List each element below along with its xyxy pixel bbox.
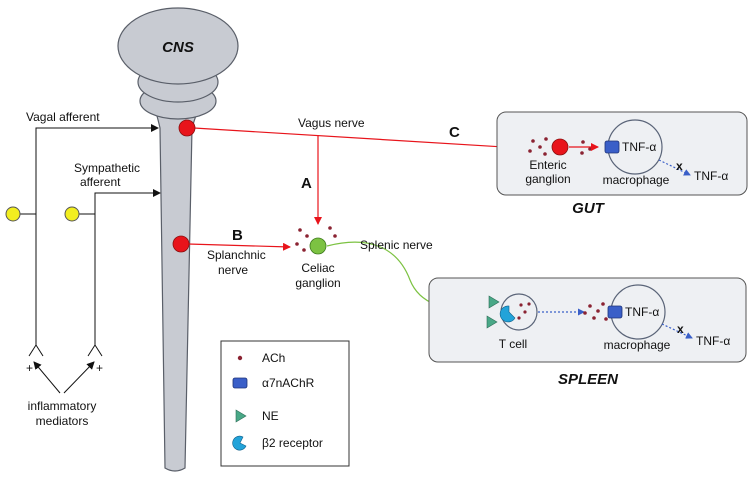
legend-label-ach: ACh xyxy=(262,351,285,365)
legend-item-b2: β2 receptor xyxy=(232,435,323,451)
sympathetic-afferent-line xyxy=(94,189,161,345)
splanchnic-nerve-line xyxy=(187,242,291,251)
legend-item-a7nachr: α7nAChR xyxy=(232,376,315,390)
gut-ach-dots xyxy=(528,137,592,156)
spleen-a7nachr-receptor xyxy=(607,305,623,319)
vagal-afferent-neuron xyxy=(5,206,21,222)
spleen-ne-triangles xyxy=(486,295,500,329)
gut-tnf-release-arrow xyxy=(658,159,691,176)
sympathetic-afferent-label-1: Sympathetic xyxy=(74,161,140,175)
brain-cns xyxy=(117,7,239,85)
spleen-macrophage-label: macrophage xyxy=(604,338,671,352)
mediators-label-2: mediators xyxy=(36,414,89,428)
vagal-sensory-ending xyxy=(28,344,44,357)
spleen-tnf-released-label: TNF-α xyxy=(696,334,730,348)
spleen-title: SPLEEN xyxy=(558,371,619,388)
celiac-ganglion xyxy=(309,237,327,255)
enteric-ganglion-neuron xyxy=(551,138,569,156)
legend-label-b2: β2 receptor xyxy=(262,436,323,450)
spleen-ach-dots xyxy=(583,302,608,321)
celiac-ganglion-label-1: Celiac xyxy=(301,261,334,275)
ach-dot-icon xyxy=(237,355,243,361)
splanchnic-nerve-label-1: Splanchnic xyxy=(207,248,266,262)
t-cell-b2-receptor xyxy=(499,305,516,323)
cns-label: CNS xyxy=(162,39,194,56)
mediators-label-1: inflammatory xyxy=(28,399,97,413)
vagal-afferent-line xyxy=(35,124,159,345)
sympathetic-sensory-ending xyxy=(87,344,103,357)
spleen-tnf-release-arrow xyxy=(661,323,693,339)
spleen-panel: T cell TNF-α macrophage x TNF-α SPLEEN xyxy=(428,277,747,388)
ne-triangle-icon xyxy=(235,409,247,423)
afferent-pathways: Vagal afferent Sympathetic afferent + + … xyxy=(5,110,161,428)
legend-item-ne: NE xyxy=(235,409,279,423)
celiac-ach-dots xyxy=(295,226,337,252)
enteric-ganglion-label-2: ganglion xyxy=(525,172,570,186)
path-label-c: C xyxy=(449,124,460,141)
gut-title: GUT xyxy=(572,200,606,217)
b2-receptor-icon xyxy=(232,435,247,451)
efferent-pathways: Vagus nerve C A B Splanchnic nerve Celia… xyxy=(172,116,521,315)
splenic-nerve-label: Splenic nerve xyxy=(360,238,433,252)
legend-label-ne: NE xyxy=(262,409,279,423)
vagus-nerve-line xyxy=(193,127,521,152)
path-label-b: B xyxy=(232,227,243,244)
gut-a7nachr-receptor xyxy=(604,140,620,154)
celiac-ganglion-label-2: ganglion xyxy=(295,276,340,290)
vagal-afferent-label: Vagal afferent xyxy=(26,110,100,124)
vagal-plus-sign: + xyxy=(26,361,33,375)
spleen-block-mark: x xyxy=(677,322,684,336)
splanchnic-preganglionic-neuron xyxy=(172,235,190,253)
sympathetic-afferent-label-2: afferent xyxy=(80,175,121,189)
sympathetic-plus-sign: + xyxy=(96,361,103,375)
t-cell-ach-dots xyxy=(517,302,531,320)
vagus-nerve-label: Vagus nerve xyxy=(298,116,365,130)
gut-panel: Enteric ganglion TNF-α macrophage x TNF-… xyxy=(496,111,748,217)
gut-block-mark: x xyxy=(676,159,683,173)
t-cell-label: T cell xyxy=(499,337,527,351)
vagal-efferent-neuron xyxy=(178,119,196,137)
gut-tnf-inside-label: TNF-α xyxy=(622,140,656,154)
a7nachr-icon xyxy=(232,377,248,389)
legend-label-a7nachr: α7nAChR xyxy=(262,376,315,390)
sympathetic-afferent-neuron xyxy=(64,206,80,222)
enteric-ganglion-label-1: Enteric xyxy=(529,158,566,172)
gut-macrophage-label: macrophage xyxy=(603,173,670,187)
gut-tnf-released-label: TNF-α xyxy=(694,169,728,183)
spinal-cord xyxy=(147,71,210,472)
legend: ACh α7nAChR NE β2 receptor xyxy=(220,340,350,467)
legend-item-ach: ACh xyxy=(237,351,285,365)
path-label-a: A xyxy=(301,175,312,192)
splanchnic-nerve-label-2: nerve xyxy=(218,263,248,277)
spleen-tnf-inside-label: TNF-α xyxy=(625,305,659,319)
cns-structure: CNS xyxy=(117,7,239,472)
spleen-box xyxy=(428,277,747,363)
mediator-arrow-sympathetic xyxy=(63,361,95,394)
mediator-arrow-vagal xyxy=(33,361,61,394)
